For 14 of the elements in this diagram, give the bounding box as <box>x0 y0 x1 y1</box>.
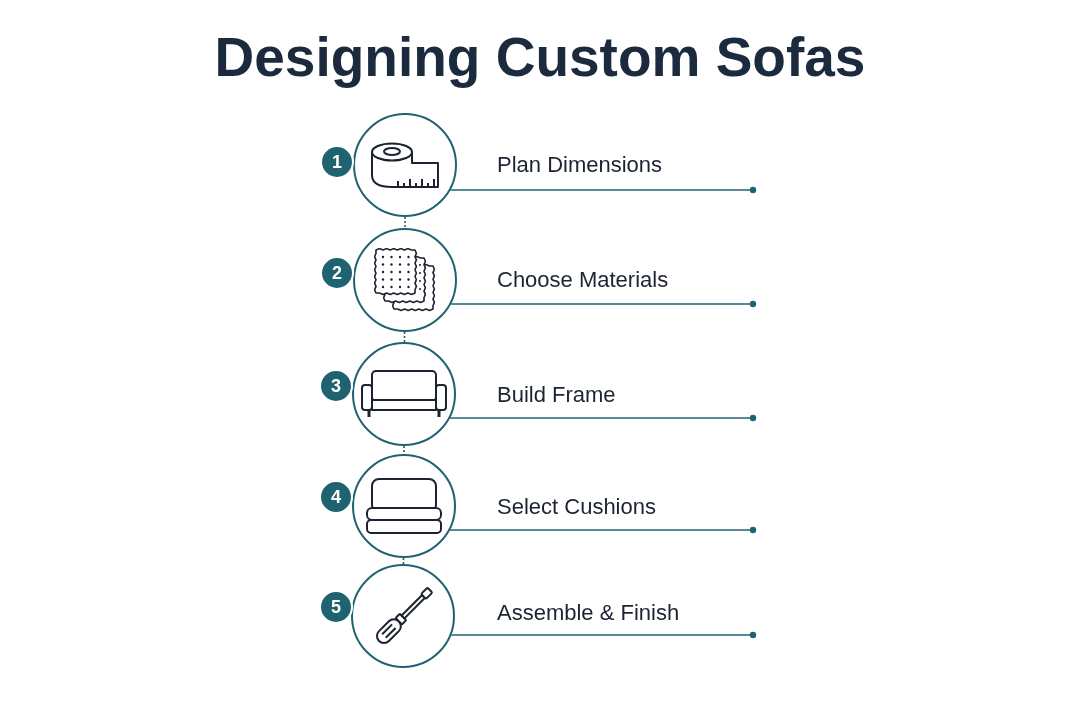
number-badge: 4 <box>319 480 353 514</box>
step-label: Choose Materials <box>497 267 669 293</box>
number-badge: 2 <box>320 256 354 290</box>
number-badge: 3 <box>319 369 353 403</box>
dotted-connector <box>403 331 406 343</box>
number-badge: 1 <box>320 145 354 179</box>
step-label: Assemble & Finish <box>497 600 680 626</box>
step-label: Select Cushions <box>497 494 656 520</box>
dotted-connector <box>404 216 406 229</box>
dotted-connector <box>402 557 405 565</box>
step-label: Build Frame <box>497 382 616 408</box>
step-label: Plan Dimensions <box>497 152 663 178</box>
number-badge: 5 <box>319 590 353 624</box>
dotted-connector <box>403 445 405 455</box>
